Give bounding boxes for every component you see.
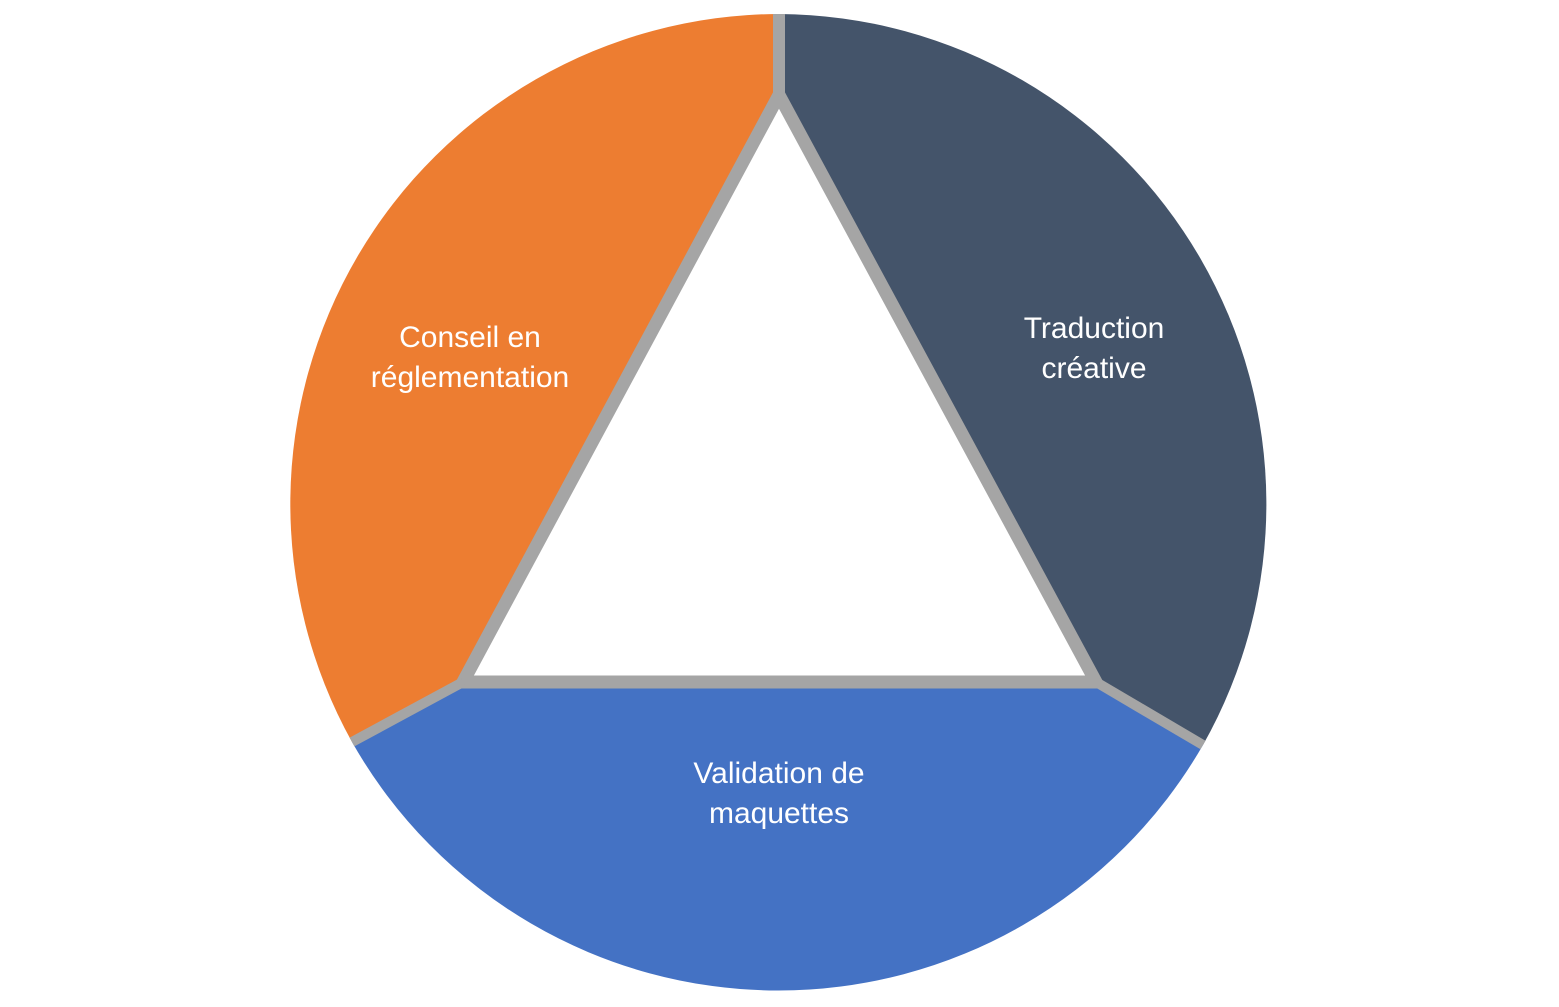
label-line: Conseil en [399, 321, 541, 354]
label-line: réglementation [370, 361, 570, 394]
label-line: créative [1041, 352, 1147, 385]
label-line: maquettes [708, 797, 850, 830]
label-line: Validation de [693, 757, 865, 790]
divider-right [1093, 677, 1206, 750]
label-traduction-creative: Traduction créative [1024, 309, 1165, 389]
label-line: Traduction [1023, 312, 1165, 345]
center-triangle [452, 81, 1107, 689]
label-validation-maquettes: Validation de maquettes [693, 754, 864, 834]
divider-left [349, 677, 466, 747]
label-conseil-reglementation: Conseil en réglementation [371, 318, 569, 398]
